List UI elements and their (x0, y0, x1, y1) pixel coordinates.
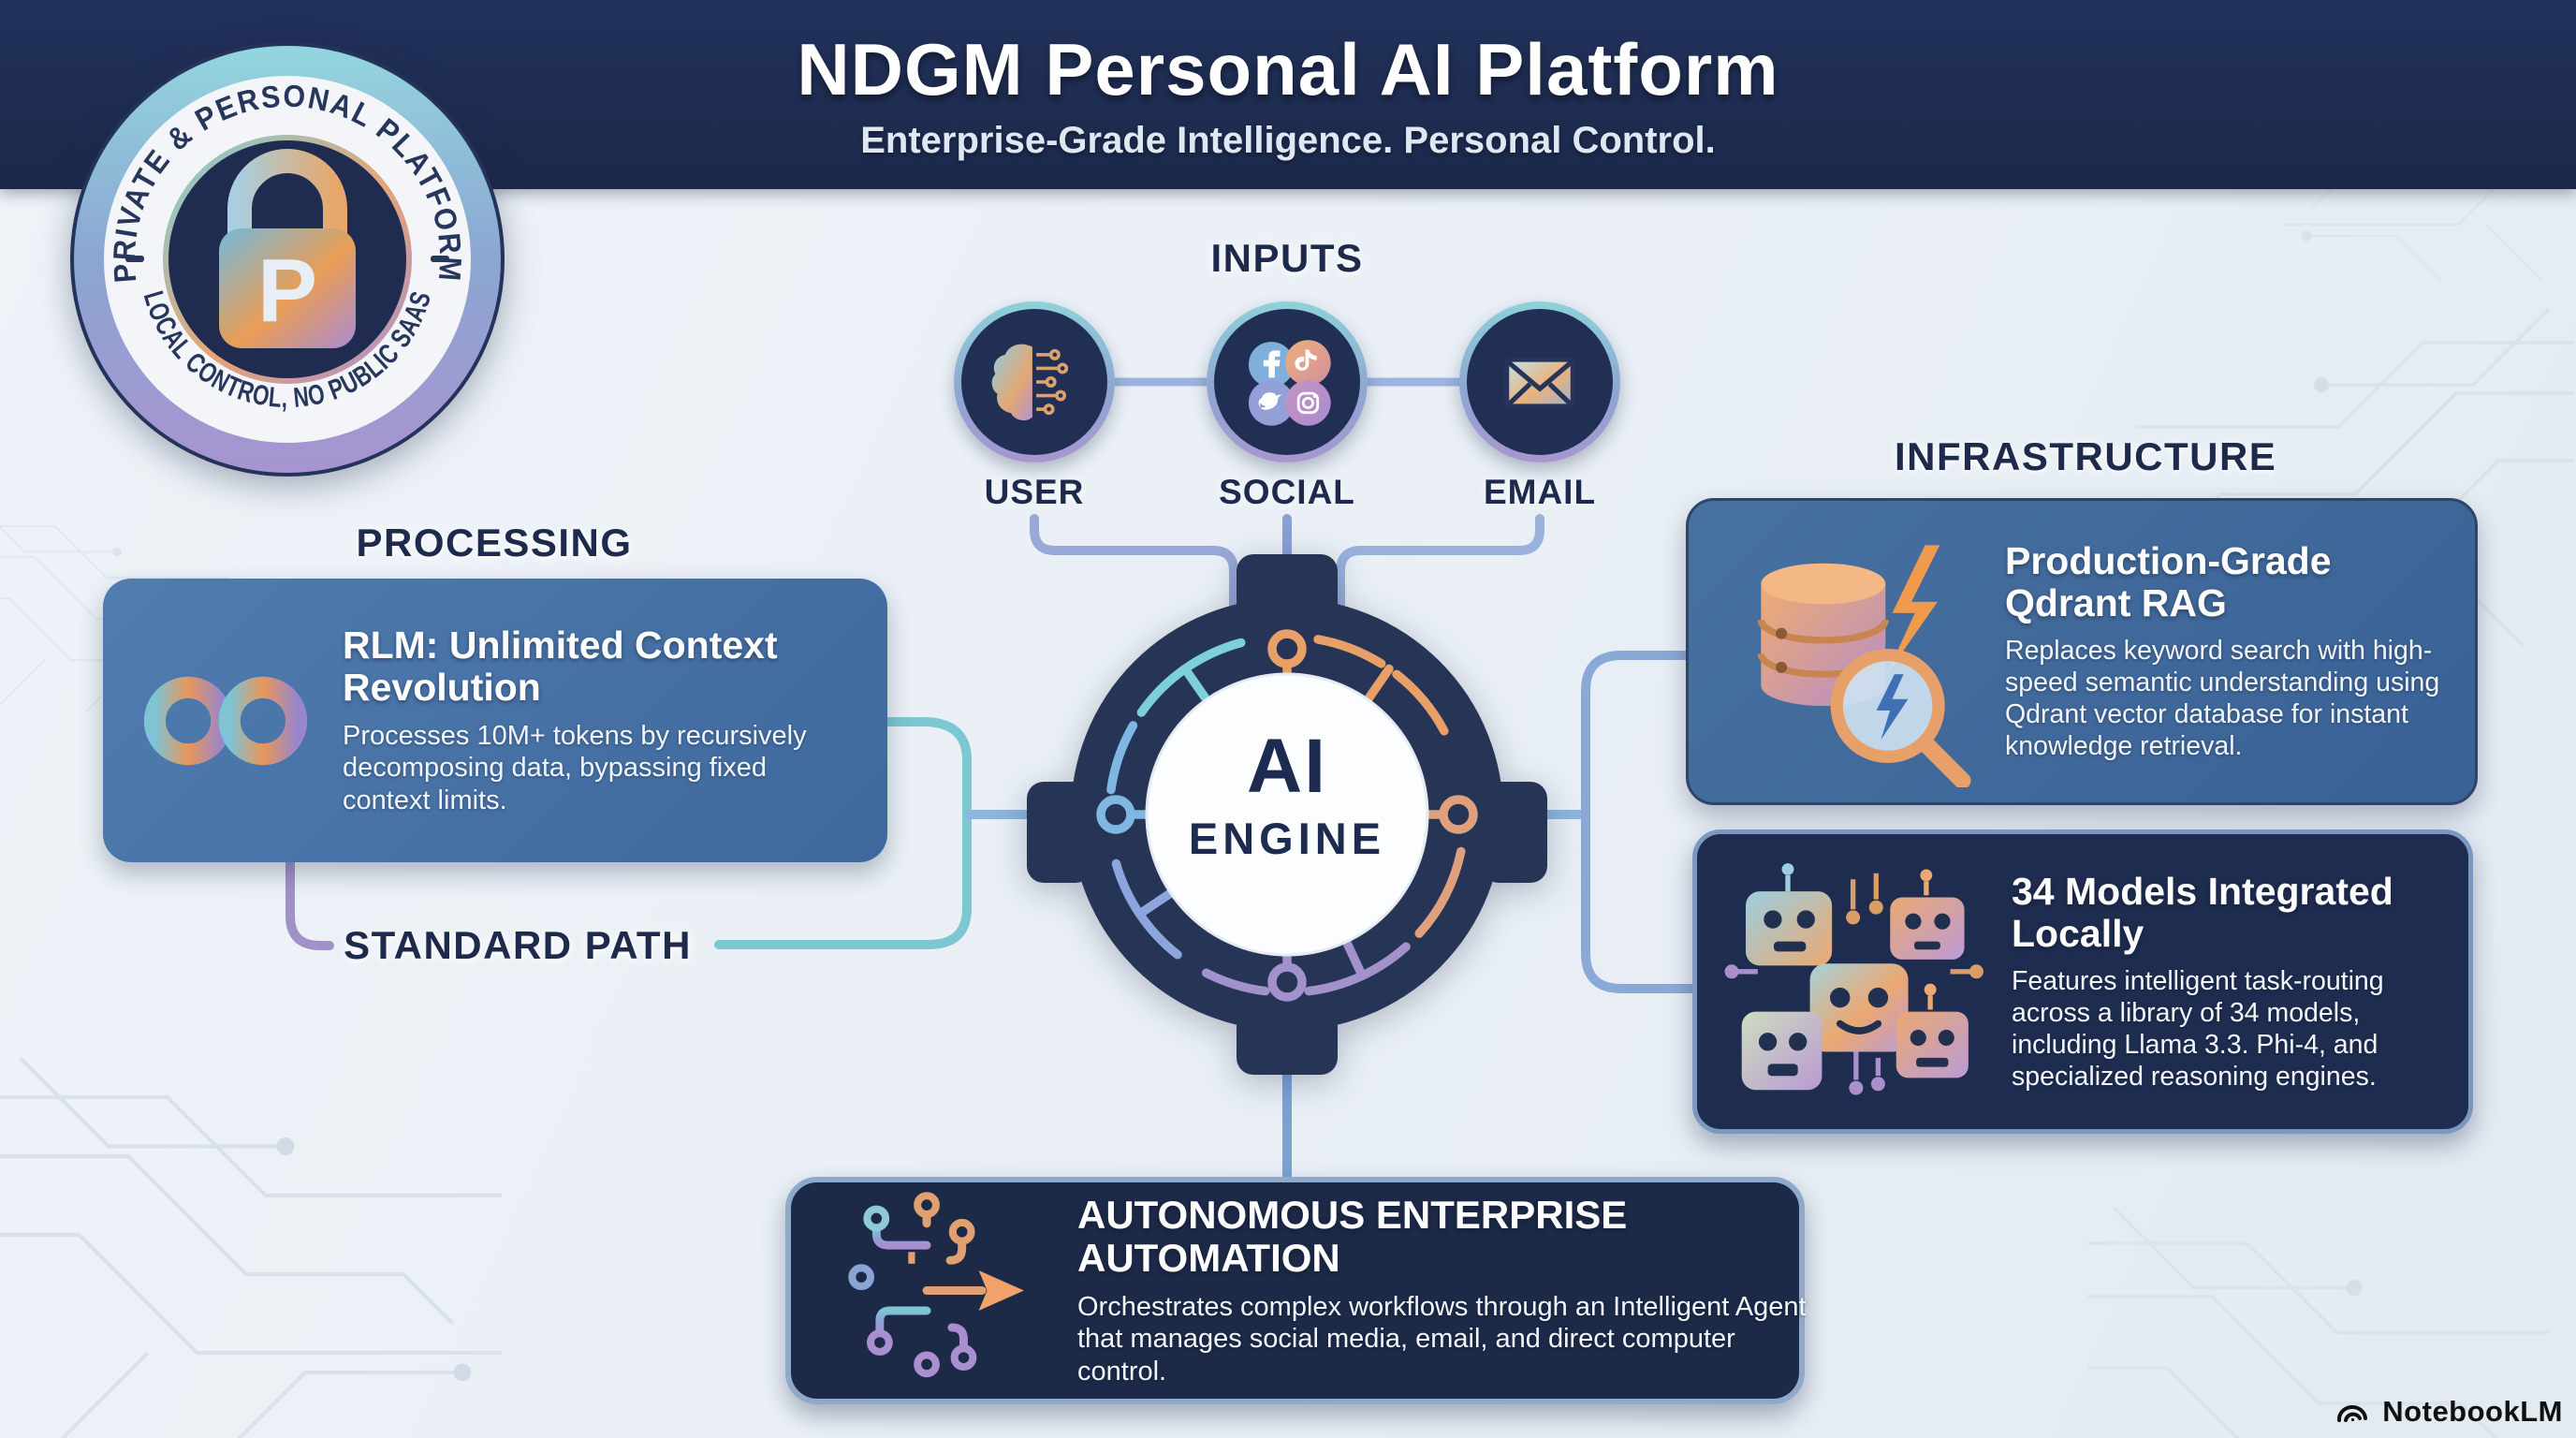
engine-line1: AI (1247, 724, 1327, 809)
input-node-social (1207, 301, 1368, 462)
input-label-email: EMAIL (1483, 473, 1597, 511)
robot-head (1746, 863, 1833, 966)
robot-head (1741, 1011, 1822, 1091)
connector-infrastructure-bracket (1581, 651, 1697, 993)
qdrant-card-text: Production-Grade Qdrant RAG Replaces key… (2005, 539, 2452, 763)
infinity-icon (143, 676, 308, 765)
robot-head (1895, 983, 1969, 1078)
connector-standard-path (285, 858, 334, 950)
automation-card-body: Orchestrates complex workflows through a… (1077, 1291, 1807, 1387)
privacy-badge: PRIVATE & PERSONAL PLATFORM LOCAL CONTRO… (70, 42, 505, 477)
qdrant-card-title: Production-Grade Qdrant RAG (2005, 539, 2332, 625)
padlock-icon: P (219, 149, 356, 348)
notebooklm-logo-icon (2337, 1404, 2368, 1422)
models-card-body: Features intelligent task-routing across… (2012, 965, 2384, 1092)
processing-card-body: Processes 10M+ tokens by recursively dec… (343, 720, 807, 815)
automation-card-title: AUTONOMOUS ENTERPRISE AUTOMATION (1077, 1192, 1628, 1280)
page-subtitle: Enterprise-Grade Intelligence. Personal … (860, 120, 1716, 161)
watermark: NotebookLM (2334, 1393, 2563, 1431)
input-node-email (1459, 301, 1620, 462)
automation-card: AUTONOMOUS ENTERPRISE AUTOMATION Orchest… (785, 1177, 1808, 1404)
inputs-section-label: INPUTS (1210, 236, 1364, 280)
automation-card-text: AUTONOMOUS ENTERPRISE AUTOMATION Orchest… (1077, 1192, 1808, 1388)
processing-card: RLM: Unlimited Context Revolution Proces… (103, 579, 887, 862)
social-networks-icon (1248, 340, 1331, 426)
page-title: NDGM Personal AI Platform (797, 28, 1779, 110)
engine-label: AI ENGINE (1170, 724, 1404, 863)
processing-card-title: RLM: Unlimited Context Revolution (343, 623, 778, 709)
engine-line2: ENGINE (1188, 814, 1386, 863)
brain-circuit-icon (991, 344, 1069, 421)
standard-path-label: STANDARD PATH (344, 923, 692, 967)
processing-card-text: RLM: Unlimited Context Revolution Proces… (343, 624, 863, 817)
models-card-text: 34 Models Integrated Locally Features in… (2012, 869, 2452, 1093)
processing-section-label: PROCESSING (356, 521, 633, 565)
ai-engine-ring (1027, 554, 1547, 1075)
infrastructure-section-label: INFRASTRUCTURE (1895, 434, 2277, 478)
input-node-user (954, 301, 1115, 462)
engine-core (1145, 672, 1429, 957)
models-card-title: 34 Models Integrated Locally (2012, 869, 2393, 955)
badge-monogram: P (257, 241, 317, 341)
badge-dash-right (431, 256, 449, 262)
envelope-icon (1504, 357, 1575, 409)
robot-head (1890, 869, 1965, 960)
circuit-arrow-icon (848, 1192, 1024, 1378)
qdrant-rag-card: Production-Grade Qdrant RAG Replaces key… (1686, 498, 2478, 805)
qdrant-card-body: Replaces keyword search with high-speed … (2005, 636, 2440, 761)
input-label-social: SOCIAL (1219, 473, 1355, 511)
instagram-icon (1285, 380, 1331, 426)
models-card: 34 Models Integrated Locally Features in… (1692, 829, 2473, 1134)
robot-head (1809, 963, 1909, 1052)
badge-dash-left (125, 256, 144, 262)
database-search-icon (1757, 545, 1971, 787)
input-label-user: USER (984, 473, 1085, 511)
robot-models-icon (1724, 863, 1983, 1095)
watermark-label: NotebookLM (2382, 1395, 2563, 1428)
